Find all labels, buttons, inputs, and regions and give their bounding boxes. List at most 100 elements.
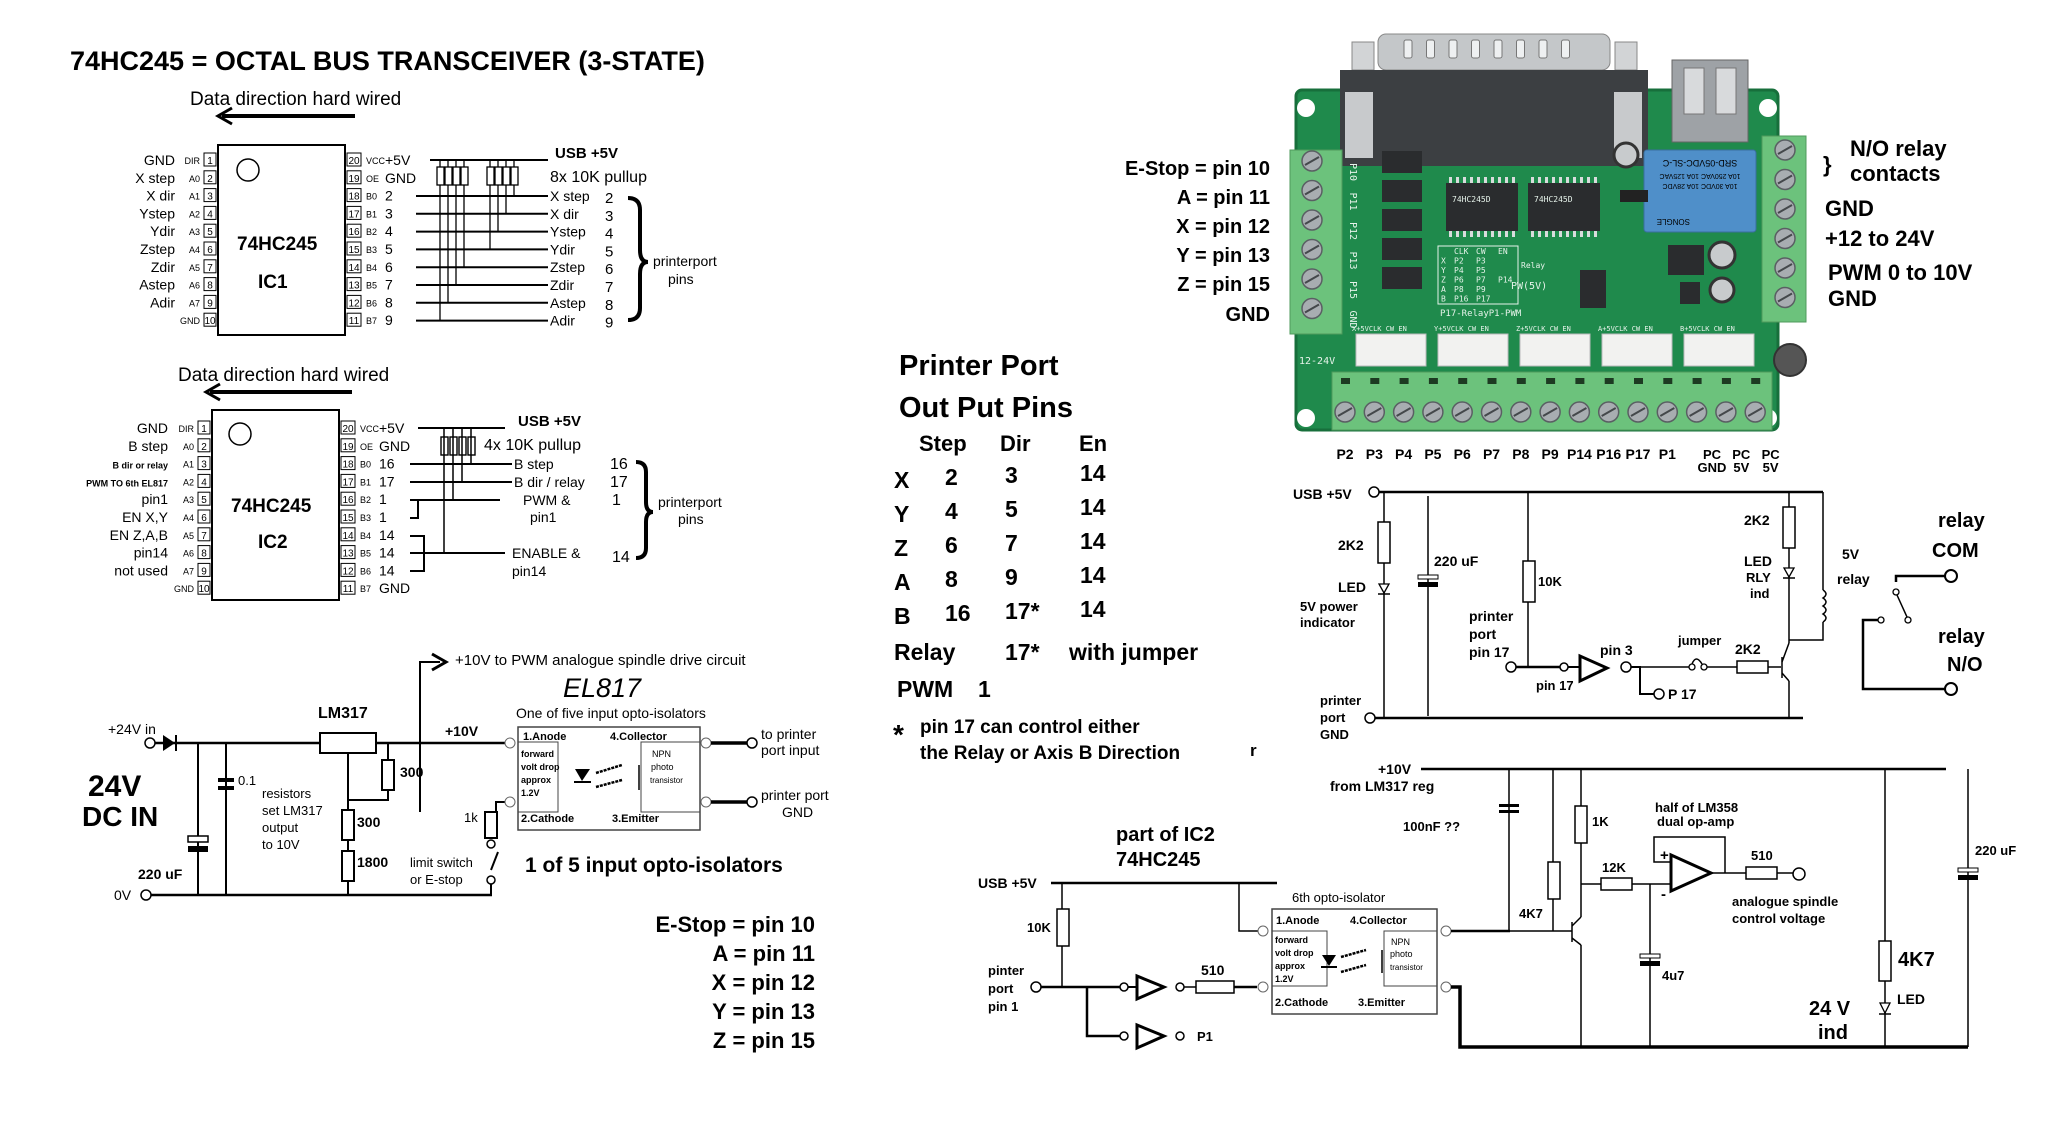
pin-label: B step <box>128 438 168 454</box>
relay-contacts-2: contacts <box>1850 161 1940 186</box>
pc-usb: USB +5V <box>978 875 1037 891</box>
pp-relay-label: Relay <box>894 639 956 665</box>
pin-net: +5V <box>385 152 411 168</box>
pc-r-4k7: 4K7 <box>1519 906 1543 921</box>
rc-r-led: 2K2 <box>1338 537 1364 553</box>
rc-gnd-3: GND <box>1320 727 1349 742</box>
ic1-chip-id: IC1 <box>258 272 288 293</box>
opto-name: EL817 <box>563 673 642 703</box>
pin-net: +5V <box>379 420 405 436</box>
rc-r-base: 2K2 <box>1735 641 1761 657</box>
silk-table-cell: Y <box>1441 266 1446 275</box>
pcb-capacitor <box>1708 276 1736 304</box>
pin-box <box>346 312 362 327</box>
pin-name: A2 <box>183 477 194 487</box>
silk-table-cell: P2 <box>1454 257 1464 266</box>
pcb-capacitor <box>1773 343 1807 377</box>
pp-axis: Y <box>894 501 909 527</box>
pcb-optocoupler <box>1382 267 1422 289</box>
pc-opto-title: 6th opto-isolator <box>1292 890 1386 905</box>
pin-number: 7 <box>207 263 213 274</box>
ic2-bracket-label-1: printerport <box>658 494 722 510</box>
pin-name: DIR <box>185 156 201 166</box>
pin-number: 8 <box>201 549 207 560</box>
input-label: +24V in <box>108 721 156 737</box>
rc-no-terminal <box>1944 682 1958 696</box>
chip-legs <box>1449 177 1597 237</box>
pin-label: EN Z,A,B <box>110 527 168 543</box>
stepper-header-connector <box>1355 333 1427 367</box>
pin-net: 3 <box>385 205 393 221</box>
ic1-bracket-label-2: pins <box>668 271 694 287</box>
pin-number: 15 <box>342 513 354 524</box>
silk-table-cell: P14 <box>1498 276 1513 285</box>
pin-number: 2 <box>207 174 213 185</box>
pin-label: X dir <box>146 188 175 204</box>
ic1-bracket-icon <box>627 196 649 322</box>
relay-model: SRD-05VDC-SL-C <box>1662 158 1737 168</box>
stepper-header-connector <box>1437 333 1509 367</box>
pp-step: 6 <box>945 532 958 558</box>
pp-axis: X <box>894 467 910 493</box>
pin-name: B5 <box>360 549 371 559</box>
output-pin: 9 <box>605 315 613 332</box>
pc-r-led-icon <box>1878 940 1892 982</box>
pp-stray: r <box>1250 741 1257 760</box>
pc-in-3: pin 1 <box>988 999 1018 1014</box>
direction-arrow-icon <box>214 106 355 126</box>
mount-hole <box>1297 99 1315 117</box>
r-1k-label: 1k <box>464 810 478 825</box>
pin-box <box>340 491 356 506</box>
db25-pin <box>1471 39 1480 59</box>
pc-in-2: port <box>988 981 1014 996</box>
pc-r-1k-icon <box>1574 805 1588 844</box>
pin-box <box>197 580 211 595</box>
pc-cap-100n: 100nF ?? <box>1403 819 1460 834</box>
silk-relay: Relay <box>1521 261 1545 270</box>
ic2-bracket-label-2: pins <box>678 511 704 527</box>
rc-gnd-2: port <box>1320 710 1346 725</box>
usb-connector <box>1671 59 1749 143</box>
pin-net: 2 <box>385 188 393 204</box>
pin-name: GND <box>180 316 201 326</box>
pin-name: B0 <box>366 192 377 202</box>
pin-number: 16 <box>348 227 360 238</box>
pin-name: GND <box>174 584 195 594</box>
pcb-chip-ic2-text: 74HC245D <box>1534 195 1573 204</box>
opto-out-terminal <box>746 737 758 749</box>
silk-table-cell: P7 <box>1476 276 1486 285</box>
pc-opamp-1: half of LM358 <box>1655 800 1738 815</box>
board-label-estop: E-Stop = pin 10 <box>1125 158 1270 180</box>
cap-220uf-label: 220 uF <box>138 866 183 882</box>
pin-net: 4 <box>385 223 393 239</box>
pin-name: B6 <box>360 566 371 576</box>
pc-plus: + <box>1660 847 1669 864</box>
pin-number: 13 <box>348 281 360 292</box>
pp-en: 14 <box>1080 494 1106 520</box>
pin-number: 11 <box>343 584 354 595</box>
pullup-resistor-icon <box>436 166 445 186</box>
pin-name: B3 <box>366 245 377 255</box>
silk-table-cell: P4 <box>1454 266 1464 275</box>
pc-r-4k7-icon <box>1547 861 1561 900</box>
note-1: resistors <box>262 786 312 801</box>
opto-anode: 1.Anode <box>523 731 566 743</box>
silk-table-cell: P5 <box>1476 266 1486 275</box>
opto-out-top-1: to printer <box>761 726 817 742</box>
pin-number: 18 <box>348 192 360 203</box>
pc-led: LED <box>1897 991 1925 1007</box>
rc-r-pull: 10K <box>1538 574 1562 589</box>
pin-label: B dir or relay <box>112 461 168 471</box>
pp-en: 14 <box>1080 460 1106 486</box>
ic1-direction-label: Data direction hard wired <box>190 89 401 110</box>
pin-number: 20 <box>342 424 354 435</box>
pin-label: pin14 <box>134 545 168 561</box>
pin-box <box>203 223 217 238</box>
pin-label: Adir <box>150 294 175 310</box>
pin-number: 1 <box>207 156 213 167</box>
pin-net: 14 <box>379 562 395 578</box>
rc-pp-1: printer <box>1469 608 1514 624</box>
pin-name: B4 <box>366 263 377 273</box>
pp-header-en: En <box>1079 431 1107 456</box>
